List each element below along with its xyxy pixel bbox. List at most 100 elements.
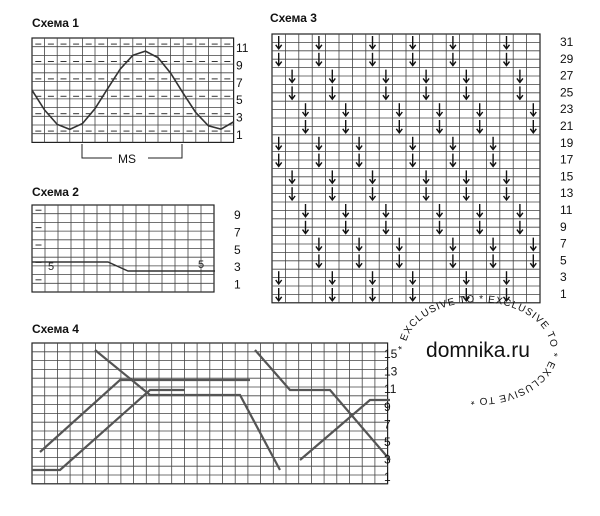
row-number: 1	[234, 278, 241, 292]
arrow-head	[462, 77, 470, 84]
arrow-head	[449, 245, 457, 252]
arrow-head	[502, 44, 511, 50]
scheme-4-cable-band	[32, 388, 185, 472]
row-number: 1	[236, 128, 243, 142]
row-number: 7	[384, 417, 391, 431]
arrow-head	[409, 279, 417, 286]
arrow-head	[328, 195, 336, 202]
row-number: 1	[560, 287, 567, 301]
arrow-head	[275, 145, 283, 151]
arrow-head	[275, 61, 283, 67]
row-number: 31	[560, 35, 574, 49]
row-number: 9	[234, 208, 241, 222]
row-number: 11	[384, 382, 397, 396]
row-number: 23	[560, 102, 574, 116]
arrow-head	[462, 296, 470, 302]
arrow-head	[368, 61, 377, 67]
arrow-head	[355, 145, 363, 151]
arrow-head	[409, 296, 417, 302]
arrow-head	[382, 229, 390, 235]
arrow-head	[342, 212, 350, 218]
arrow-head	[409, 44, 417, 50]
arrow-head	[502, 61, 511, 67]
arrow-head	[368, 178, 377, 185]
arrow-head	[502, 195, 511, 202]
arrow-head	[489, 262, 497, 269]
row-number: 3	[560, 270, 567, 284]
row-number: 3	[234, 260, 241, 274]
row-number: 5	[384, 435, 391, 449]
arrow-head	[422, 195, 430, 202]
row-number: 9	[560, 220, 567, 234]
scheme-3-grid	[271, 33, 541, 304]
scheme-2-cable-line	[32, 261, 215, 272]
scheme-4-cable-band	[254, 349, 391, 461]
scheme-2-cable-right-mark: 5	[198, 259, 204, 271]
scheme-4-cable-band	[39, 378, 250, 453]
scheme-2-cable-left-mark: 5	[48, 261, 54, 273]
row-number: 19	[560, 136, 574, 150]
arrow-head	[395, 262, 403, 269]
arrow-head	[435, 229, 444, 235]
scheme-4-grid	[31, 342, 391, 485]
arrow-head	[502, 178, 511, 185]
arrow-head	[449, 44, 457, 50]
arrow-head	[529, 245, 537, 252]
arrow-head	[368, 296, 377, 302]
arrow-head	[315, 145, 323, 151]
row-number: 9	[236, 58, 243, 72]
arrow-head	[395, 111, 403, 118]
row-number: 29	[560, 52, 574, 66]
arrow-head	[315, 44, 323, 50]
row-number: 15	[560, 169, 574, 183]
scheme-3-title: Схема 3	[270, 11, 317, 25]
arrow-head	[342, 111, 350, 118]
arrow-head	[435, 128, 444, 134]
arrow-head	[449, 61, 457, 67]
arrow-head	[395, 245, 403, 252]
scheme-4-cable-band	[299, 398, 390, 461]
row-number: 9	[384, 400, 391, 414]
row-number: 5	[234, 243, 241, 257]
row-number: 15	[384, 347, 398, 361]
arrow-head	[328, 94, 336, 101]
arrow-head	[328, 77, 336, 84]
arrow-head	[275, 161, 283, 168]
arrow-head	[516, 212, 524, 218]
arrow-head	[275, 296, 283, 302]
row-number: 7	[560, 237, 567, 251]
row-number: 11	[560, 203, 573, 217]
arrow-head	[382, 77, 390, 84]
arrow-head	[315, 61, 323, 67]
scheme-1-grid	[31, 37, 235, 144]
arrow-head	[288, 77, 296, 84]
row-number: 13	[384, 365, 398, 379]
arrow-head	[315, 262, 323, 269]
arrow-head	[409, 145, 417, 151]
arrow-head	[342, 128, 350, 134]
arrow-head	[301, 111, 310, 118]
arrow-head	[315, 245, 323, 252]
arrow-head	[355, 161, 363, 168]
arrow-head	[342, 229, 350, 235]
arrow-head	[462, 279, 470, 286]
arrow-head	[355, 245, 363, 252]
row-number: 5	[560, 253, 567, 267]
arrow-head	[502, 296, 511, 302]
arrow-head	[301, 212, 310, 218]
arrow-head	[489, 161, 497, 168]
row-number: 5	[236, 93, 243, 107]
arrow-head	[449, 262, 457, 269]
arrow-head	[382, 94, 390, 101]
scheme-1-title: Схема 1	[32, 16, 79, 30]
row-number: 25	[560, 85, 574, 99]
arrow-head	[422, 77, 430, 84]
arrow-head	[368, 279, 377, 286]
watermark-site: domnika.ru	[426, 339, 530, 362]
row-number: 11	[236, 41, 249, 55]
arrow-head	[462, 94, 470, 101]
